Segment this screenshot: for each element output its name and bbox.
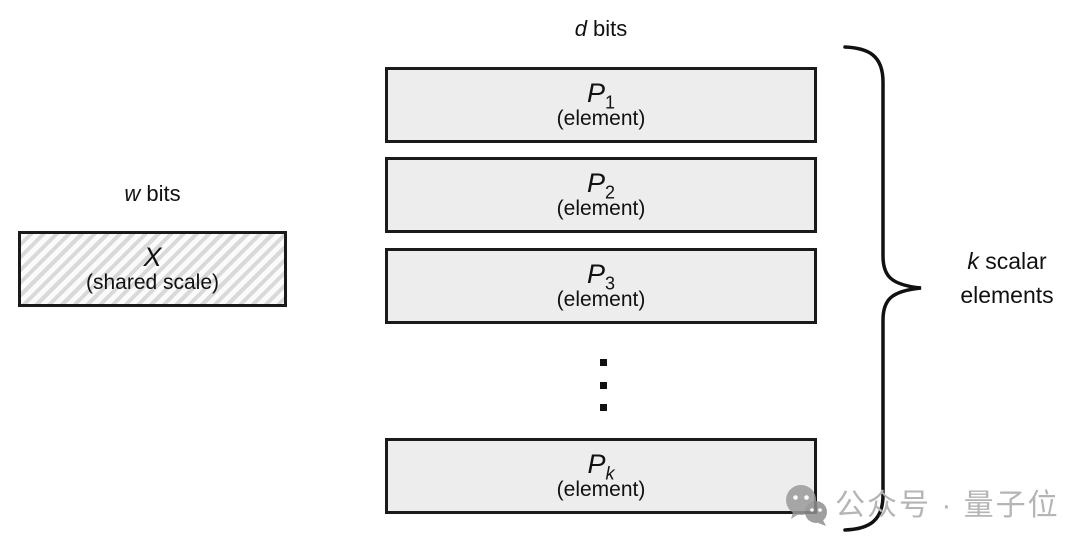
- element-box-p3: P3 (element): [385, 248, 817, 324]
- wechat-icon: [786, 485, 827, 526]
- p1-caption: (element): [556, 107, 646, 131]
- d-bits-label: d bits: [385, 16, 817, 42]
- element-box-p2: P2 (element): [385, 157, 817, 233]
- w-variable: w: [124, 181, 141, 206]
- element-box-pk: Pk (element): [385, 438, 817, 514]
- w-bits-suffix: bits: [140, 181, 181, 206]
- ellipsis-dot: [600, 359, 607, 366]
- curly-brace: [843, 45, 922, 532]
- pk-symbol: Pk: [587, 449, 615, 484]
- element-box-p1: P1 (element): [385, 67, 817, 143]
- watermark-text: 公众号 · 量子位: [835, 489, 1060, 522]
- w-bits-label: w bits: [18, 181, 287, 207]
- pk-caption: (element): [556, 478, 646, 502]
- p2-symbol: P2: [586, 168, 616, 203]
- x-caption: (shared scale): [85, 271, 220, 295]
- brace-label-line1: k scalar: [967, 248, 1047, 274]
- d-bits-suffix: bits: [586, 16, 628, 41]
- shared-scale-box: X (shared scale): [18, 231, 287, 307]
- p2-caption: (element): [556, 197, 646, 221]
- p3-caption: (element): [556, 288, 646, 312]
- ellipsis-dot: [600, 382, 607, 389]
- k-scalar-elements-label: k scalar elements: [933, 244, 1080, 312]
- p3-symbol: P3: [586, 259, 616, 294]
- p1-symbol: P1: [586, 78, 616, 113]
- brace-label-line2: elements: [960, 282, 1054, 308]
- x-symbol: X: [143, 242, 162, 273]
- d-variable: d: [574, 16, 587, 41]
- watermark: 公众号 · 量子位: [783, 482, 1060, 530]
- ellipsis-dot: [600, 404, 607, 411]
